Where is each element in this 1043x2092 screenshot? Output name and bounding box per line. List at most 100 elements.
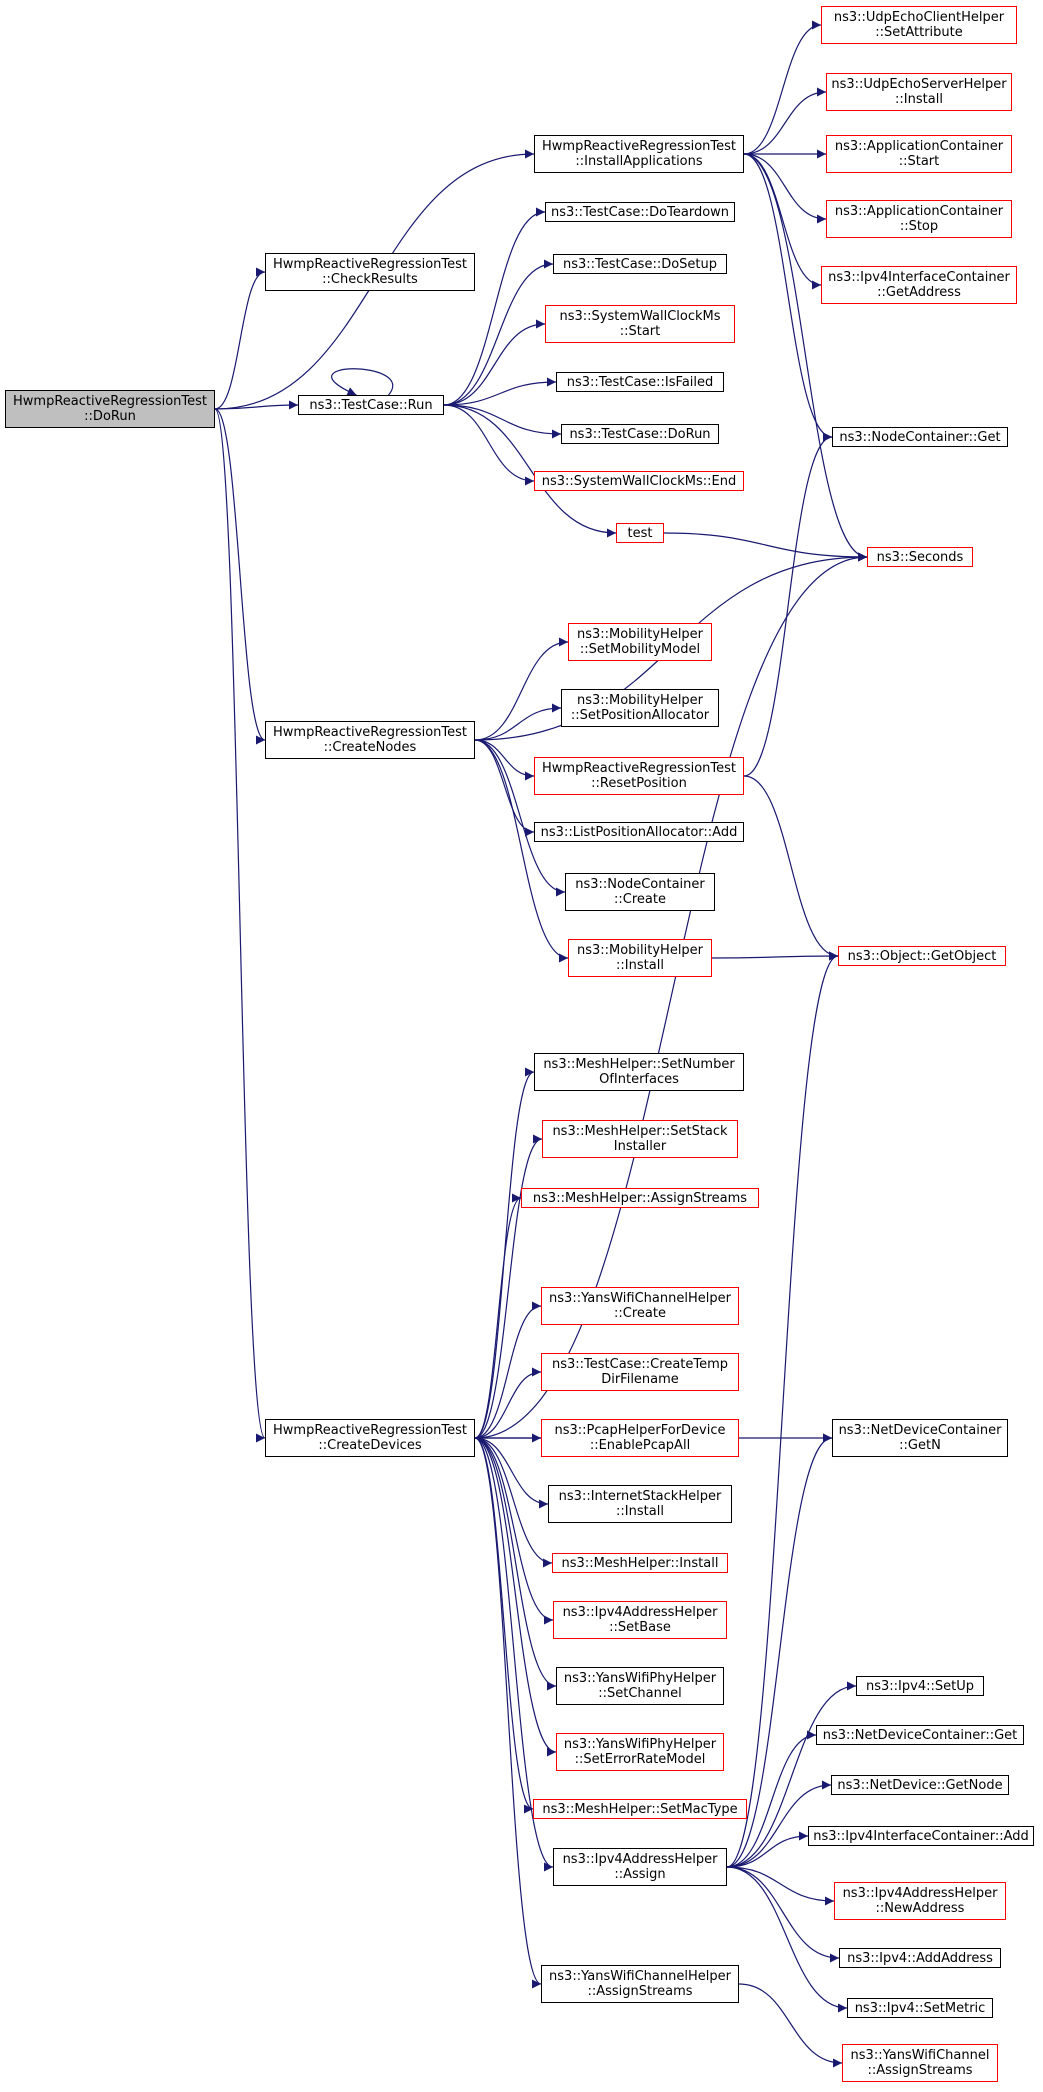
node-label-line: ns3::PcapHelperForDevice bbox=[554, 1423, 726, 1438]
node-setmetric[interactable]: ns3::Ipv4::SetMetric bbox=[847, 1998, 993, 2018]
node-ipv4ifgetaddr[interactable]: ns3::Ipv4InterfaceContainer::GetAddress bbox=[821, 266, 1017, 304]
node-label-line: ns3::InternetStackHelper bbox=[558, 1489, 722, 1504]
node-meshmac[interactable]: ns3::MeshHelper::SetMacType bbox=[533, 1799, 747, 1819]
node-ipv4ifadd[interactable]: ns3::Ipv4InterfaceContainer::Add bbox=[808, 1826, 1034, 1846]
node-installapps[interactable]: HwmpReactiveRegressionTest::InstallAppli… bbox=[534, 135, 744, 173]
node-label-line: ns3::Ipv4InterfaceContainer bbox=[828, 270, 1010, 285]
node-listposadd[interactable]: ns3::ListPositionAllocator::Add bbox=[534, 822, 744, 842]
node-label-line: ns3::MeshHelper::SetNumber bbox=[543, 1057, 735, 1072]
edge-createdevices-to-setstack bbox=[474, 1134, 543, 1439]
node-label-line: ::SetPositionAllocator bbox=[570, 708, 710, 723]
node-setmobility[interactable]: ns3::MobilityHelper::SetMobilityModel bbox=[568, 623, 712, 661]
node-label-line: ns3::MeshHelper::AssignStreams bbox=[532, 1190, 748, 1206]
node-createnodes[interactable]: HwmpReactiveRegressionTest::CreateNodes bbox=[265, 721, 475, 759]
node-checkresults[interactable]: HwmpReactiveRegressionTest::CheckResults bbox=[265, 253, 475, 291]
edge-run-to-dorun2 bbox=[443, 404, 562, 439]
node-pcapall[interactable]: ns3::PcapHelperForDevice::EnablePcapAll bbox=[541, 1419, 739, 1457]
node-swcend[interactable]: ns3::SystemWallClockMs::End bbox=[534, 471, 744, 491]
node-doteardown[interactable]: ns3::TestCase::DoTeardown bbox=[545, 202, 735, 222]
node-label-line: ::EnablePcapAll bbox=[589, 1438, 691, 1453]
node-dosetup[interactable]: ns3::TestCase::DoSetup bbox=[553, 254, 727, 274]
node-resetpos[interactable]: HwmpReactiveRegressionTest::ResetPositio… bbox=[534, 757, 744, 795]
node-ipv4assign[interactable]: ns3::Ipv4AddressHelper::Assign bbox=[553, 1848, 727, 1886]
node-dorun2[interactable]: ns3::TestCase::DoRun bbox=[561, 424, 719, 444]
node-appstop[interactable]: ns3::ApplicationContainer::Stop bbox=[826, 200, 1012, 238]
node-label-line: ns3::Seconds bbox=[876, 549, 964, 565]
node-getobject[interactable]: ns3::Object::GetObject bbox=[838, 946, 1006, 966]
node-newaddr[interactable]: ns3::Ipv4AddressHelper::NewAddress bbox=[834, 1882, 1006, 1920]
node-swcstart[interactable]: ns3::SystemWallClockMs::Start bbox=[545, 305, 735, 343]
node-label-line: ns3::TestCase::DoSetup bbox=[562, 256, 718, 272]
node-label-line: ns3::MeshHelper::Install bbox=[561, 1555, 719, 1571]
edge-createdevices-to-ipv4setbase bbox=[474, 1437, 554, 1625]
node-label-line: ::SetBase bbox=[609, 1620, 671, 1635]
node-isfailed[interactable]: ns3::TestCase::IsFailed bbox=[556, 372, 724, 392]
edge-ipv4assign-to-addaddr bbox=[726, 1866, 840, 1963]
node-meshinstall[interactable]: ns3::MeshHelper::Install bbox=[552, 1553, 728, 1573]
node-ndcget[interactable]: ns3::NetDeviceContainer::Get bbox=[816, 1725, 1024, 1745]
node-udpserver[interactable]: ns3::UdpEchoServerHelper::Install bbox=[826, 73, 1012, 111]
node-setposalloc[interactable]: ns3::MobilityHelper::SetPositionAllocato… bbox=[561, 689, 719, 727]
node-ipv4setbase[interactable]: ns3::Ipv4AddressHelper::SetBase bbox=[553, 1601, 727, 1639]
node-label-line: ns3::TestCase::DoRun bbox=[569, 426, 711, 442]
node-test[interactable]: test bbox=[616, 523, 664, 543]
node-udpclient[interactable]: ns3::UdpEchoClientHelper::SetAttribute bbox=[821, 6, 1017, 44]
edge-ipv4assign-to-ipv4ifadd bbox=[726, 1831, 809, 1868]
edge-createnodes-to-setmobility bbox=[474, 637, 569, 741]
node-label-line: ns3::ApplicationContainer bbox=[834, 204, 1004, 219]
node-run[interactable]: ns3::TestCase::Run bbox=[298, 395, 444, 415]
node-label-line: ns3::NetDeviceContainer bbox=[838, 1423, 1002, 1438]
node-label-line: ns3::NetDevice::GetNode bbox=[837, 1777, 1003, 1793]
node-label-line: ns3::YansWifiChannelHelper bbox=[549, 1969, 731, 1984]
node-label-line: ::Stop bbox=[899, 219, 939, 234]
node-root[interactable]: HwmpReactiveRegressionTest::DoRun bbox=[5, 390, 215, 428]
edge-run-to-dosetup bbox=[443, 259, 554, 406]
node-label-line: ns3::MobilityHelper bbox=[576, 943, 704, 958]
node-label-line: ns3::ApplicationContainer bbox=[834, 139, 1004, 154]
node-ncget[interactable]: ns3::NodeContainer::Get bbox=[832, 427, 1008, 447]
node-ywphyerr[interactable]: ns3::YansWifiPhyHelper::SetErrorRateMode… bbox=[556, 1733, 724, 1771]
node-ndgetnode[interactable]: ns3::NetDevice::GetNode bbox=[831, 1775, 1009, 1795]
node-label-line: ns3::SystemWallClockMs::End bbox=[541, 473, 737, 489]
edge-resetpos-to-ncget bbox=[743, 432, 833, 777]
node-ndcgetn[interactable]: ns3::NetDeviceContainer::GetN bbox=[832, 1419, 1008, 1457]
node-appstart[interactable]: ns3::ApplicationContainer::Start bbox=[826, 135, 1012, 173]
edge-root-to-run bbox=[214, 400, 299, 410]
node-inetinstall[interactable]: ns3::InternetStackHelper::Install bbox=[548, 1485, 732, 1523]
node-label-line: ns3::YansWifiChannel bbox=[850, 2048, 990, 2063]
node-mobinstall[interactable]: ns3::MobilityHelper::Install bbox=[568, 939, 712, 977]
node-label-line: ns3::Ipv4AddressHelper bbox=[842, 1886, 998, 1901]
node-ywchassign[interactable]: ns3::YansWifiChannelHelper::AssignStream… bbox=[541, 1965, 739, 2003]
node-label-line: ns3::Ipv4::SetMetric bbox=[854, 2000, 986, 2016]
edge-ipv4assign-to-setmetric bbox=[726, 1866, 848, 2013]
edge-run-to-run bbox=[331, 368, 394, 396]
node-label-line: ::Install bbox=[616, 958, 664, 973]
node-meshassign[interactable]: ns3::MeshHelper::AssignStreams bbox=[521, 1188, 759, 1208]
node-ywchcreate[interactable]: ns3::YansWifiChannelHelper::Create bbox=[541, 1287, 739, 1325]
edge-run-to-swcstart bbox=[443, 319, 546, 406]
node-label-line: ::CheckResults bbox=[322, 272, 418, 287]
node-ipv4setup[interactable]: ns3::Ipv4::SetUp bbox=[856, 1676, 984, 1696]
node-label-line: HwmpReactiveRegressionTest bbox=[542, 761, 736, 776]
node-label-line: ::CreateNodes bbox=[323, 740, 417, 755]
node-ywchannelassign[interactable]: ns3::YansWifiChannel::AssignStreams bbox=[842, 2044, 998, 2082]
node-label-line: ns3::SystemWallClockMs bbox=[559, 309, 721, 324]
edge-createnodes-to-nccreate bbox=[474, 739, 566, 897]
node-addaddr[interactable]: ns3::Ipv4::AddAddress bbox=[839, 1948, 1001, 1968]
node-label-line: HwmpReactiveRegressionTest bbox=[273, 257, 467, 272]
node-label-line: ::Assign bbox=[614, 1867, 666, 1882]
edge-ipv4assign-to-ndcgetn bbox=[726, 1433, 833, 1868]
edge-installapps-to-udpclient bbox=[743, 20, 822, 155]
node-seconds[interactable]: ns3::Seconds bbox=[867, 547, 973, 567]
node-label-line: ns3::Ipv4InterfaceContainer::Add bbox=[813, 1828, 1029, 1844]
node-label-line: ::CreateDevices bbox=[318, 1438, 422, 1453]
edge-mobinstall-to-getobject bbox=[711, 951, 839, 961]
node-nccreate[interactable]: ns3::NodeContainer::Create bbox=[565, 873, 715, 911]
node-createdevices[interactable]: HwmpReactiveRegressionTest::CreateDevice… bbox=[265, 1419, 475, 1457]
node-ywphysetch[interactable]: ns3::YansWifiPhyHelper::SetChannel bbox=[556, 1667, 724, 1705]
